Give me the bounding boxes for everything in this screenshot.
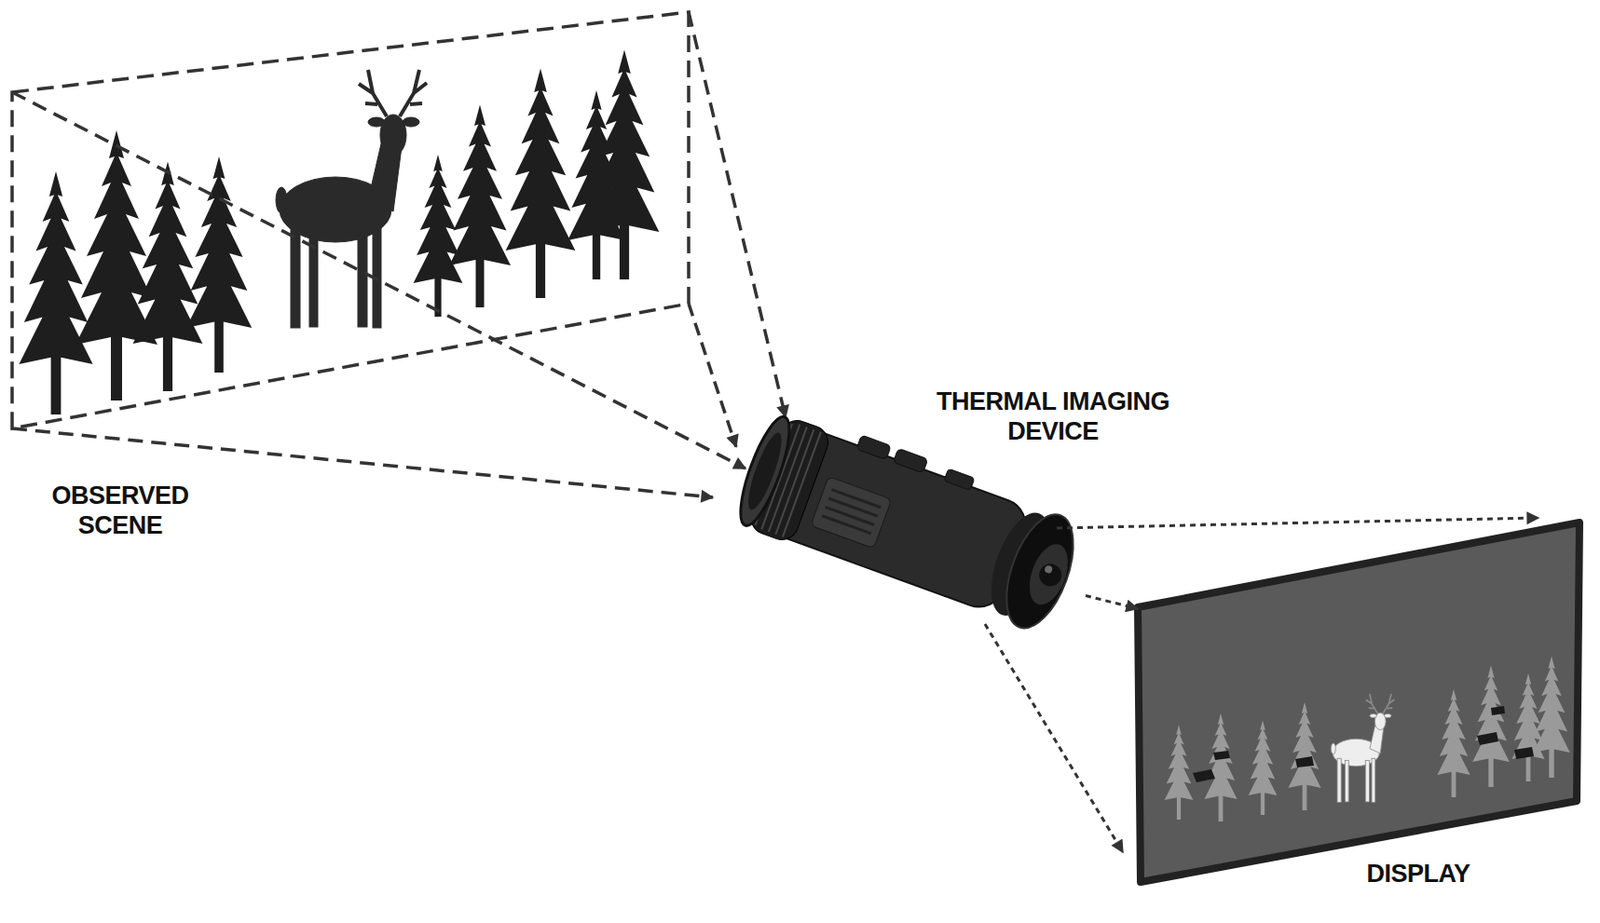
pine-tree <box>18 171 93 415</box>
node-label: THERMAL IMAGING DEVICE <box>917 386 1189 448</box>
pine-tree <box>186 156 252 373</box>
node-label: OBSERVED SCENE <box>27 480 214 542</box>
pine-tree <box>1287 702 1321 811</box>
deer-thermal <box>1330 694 1395 803</box>
pine-tree <box>505 68 576 300</box>
node-label: DISPLAY <box>1325 859 1512 889</box>
output-line <box>984 624 1123 853</box>
device-node: THERMAL IMAGING DEVICE <box>736 423 1086 634</box>
display-screen <box>1137 522 1580 883</box>
pine-tree <box>589 50 660 281</box>
pine-tree <box>133 162 204 393</box>
display-trees <box>1164 656 1571 823</box>
pine-tree <box>449 105 511 309</box>
pine-tree <box>1164 725 1194 821</box>
pine-tree <box>1532 656 1571 780</box>
sight-lines <box>12 12 786 498</box>
pine-tree <box>1472 666 1510 789</box>
scene-trees <box>18 50 659 416</box>
deer-silhouette <box>275 69 427 329</box>
pine-tree <box>1436 689 1470 798</box>
output-line <box>1056 518 1539 529</box>
pine-tree <box>1203 713 1237 822</box>
flow-arrow <box>688 303 737 448</box>
scene-node: OBSERVED SCENE <box>12 12 689 429</box>
sight-line <box>688 12 786 418</box>
scene-frame <box>12 12 689 429</box>
sight-line <box>12 92 746 469</box>
pine-tree <box>1248 721 1278 817</box>
display-node: DISPLAY <box>1137 522 1580 883</box>
pine-tree <box>413 154 464 317</box>
flow-arrow <box>1085 596 1138 610</box>
